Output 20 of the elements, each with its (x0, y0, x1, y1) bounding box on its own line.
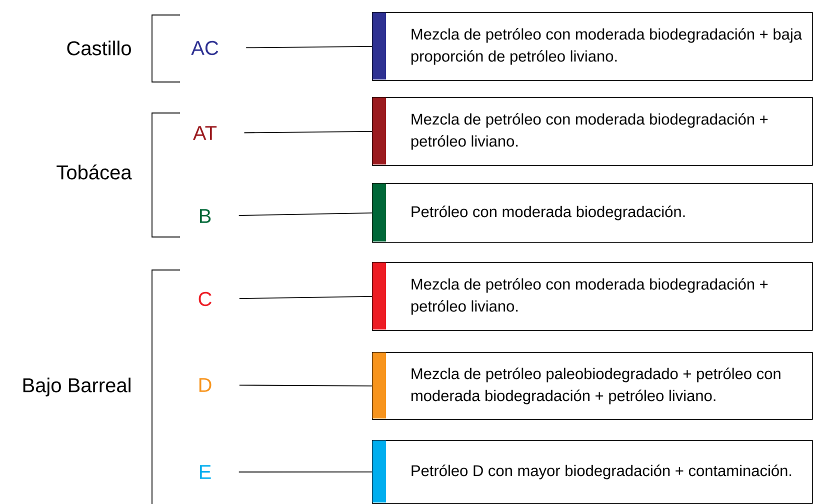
description-box: Mezcla de petróleo con moderada biodegradación + petróleo liviano. (372, 97, 813, 166)
connector-line (244, 131, 372, 134)
connector-line (246, 46, 372, 48)
description-box: Mezcla de petróleo con moderada biodegradación + baja proporción de petróleo liviano. (372, 12, 813, 81)
code-letter: AC (191, 40, 218, 56)
connector-line (238, 212, 372, 216)
connector-line (238, 296, 372, 300)
code-letter: E (200, 465, 211, 479)
code-letter: AT (193, 126, 217, 140)
description-box: Mezcla de petróleo paleobiodegradado + petróleo con moderada biodegradación + petróleo liviano. (372, 352, 813, 420)
code-letter: D (199, 378, 212, 392)
description-box: Petróleo con moderada biodegradación. (372, 183, 813, 243)
description-box: Petróleo D con mayor biodegradación + contaminación. (372, 440, 813, 504)
description-box: Mezcla de petróleo con moderada biodegradación + petróleo liviano. (372, 262, 813, 331)
code-letter: B (200, 209, 211, 223)
group-label: Castillo (67, 40, 131, 56)
group-label: Tobácea (56, 164, 132, 180)
connector-line (238, 384, 372, 386)
group-label: Bajo Barreal (23, 378, 130, 396)
code-letter: C (198, 292, 212, 306)
